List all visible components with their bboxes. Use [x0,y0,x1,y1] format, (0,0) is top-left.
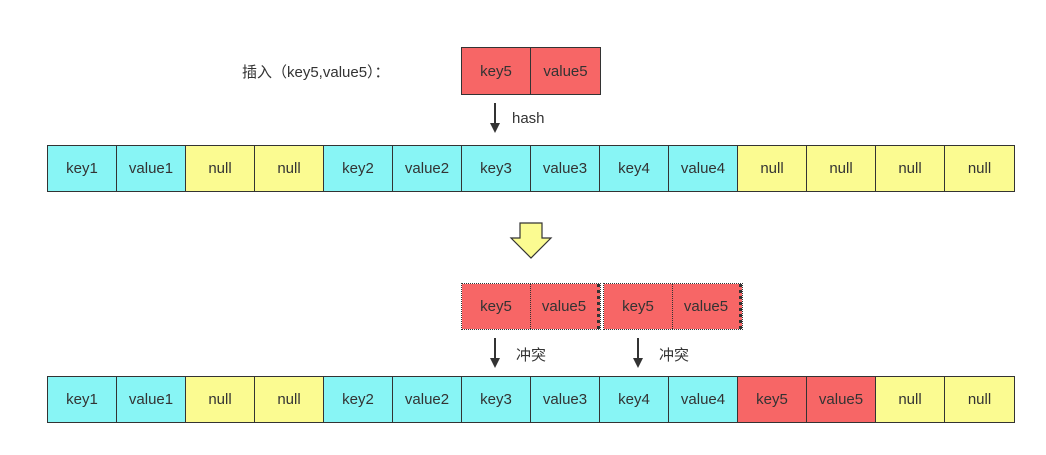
array-after-cell: key5 [738,377,807,422]
array-before-cell: null [876,146,945,191]
array-after-cell: null [255,377,324,422]
array-before-cell: null [186,146,255,191]
probe-entry-2: key5 value5 [603,283,743,330]
new-entry-key: key5 [462,48,531,94]
array-before-cell: value2 [393,146,462,191]
array-before-cell: null [738,146,807,191]
conflict-arrow-2-head [633,358,643,368]
array-after-cell: key4 [600,377,669,422]
array-before-cell: value3 [531,146,600,191]
conflict-label-2: 冲突 [659,347,690,364]
array-after-cell: value5 [807,377,876,422]
hash-label: hash [512,110,545,127]
array-before-cell: key2 [324,146,393,191]
array-after-cell: value1 [117,377,186,422]
array-after-cell: value3 [531,377,600,422]
insert-label: 插入（key5,value5）： [242,64,390,81]
array-after-cell: value4 [669,377,738,422]
conflict-arrow-2-line [637,338,639,358]
array-before-cell: null [945,146,1014,191]
array-after-cell: key1 [48,377,117,422]
hash-arrow-line [494,103,496,123]
probe-entry-2-key: key5 [604,284,673,329]
transition-arrow-icon [509,222,553,259]
new-entry-value: value5 [531,48,600,94]
hash-arrow-head [490,123,500,133]
array-before-cell: value4 [669,146,738,191]
new-entry: key5 value5 [461,47,601,95]
conflict-arrow-1-line [494,338,496,358]
conflict-arrow-1-head [490,358,500,368]
array-after-cell: value2 [393,377,462,422]
array-before-cell: null [255,146,324,191]
probe-entry-1-key: key5 [462,284,531,329]
array-after-cell: key2 [324,377,393,422]
array-after-cell: null [945,377,1014,422]
array-before-cell: key4 [600,146,669,191]
array-after-cell: key3 [462,377,531,422]
array-after-cell: null [186,377,255,422]
array-before-cell: null [807,146,876,191]
probe-entry-2-value: value5 [673,284,742,329]
array-before-cell: value1 [117,146,186,191]
array-before-cell: key3 [462,146,531,191]
conflict-label-1: 冲突 [516,347,547,364]
array-after-cell: null [876,377,945,422]
array-before-cell: key1 [48,146,117,191]
probe-entry-1: key5 value5 [461,283,601,330]
probe-entry-1-value: value5 [531,284,600,329]
